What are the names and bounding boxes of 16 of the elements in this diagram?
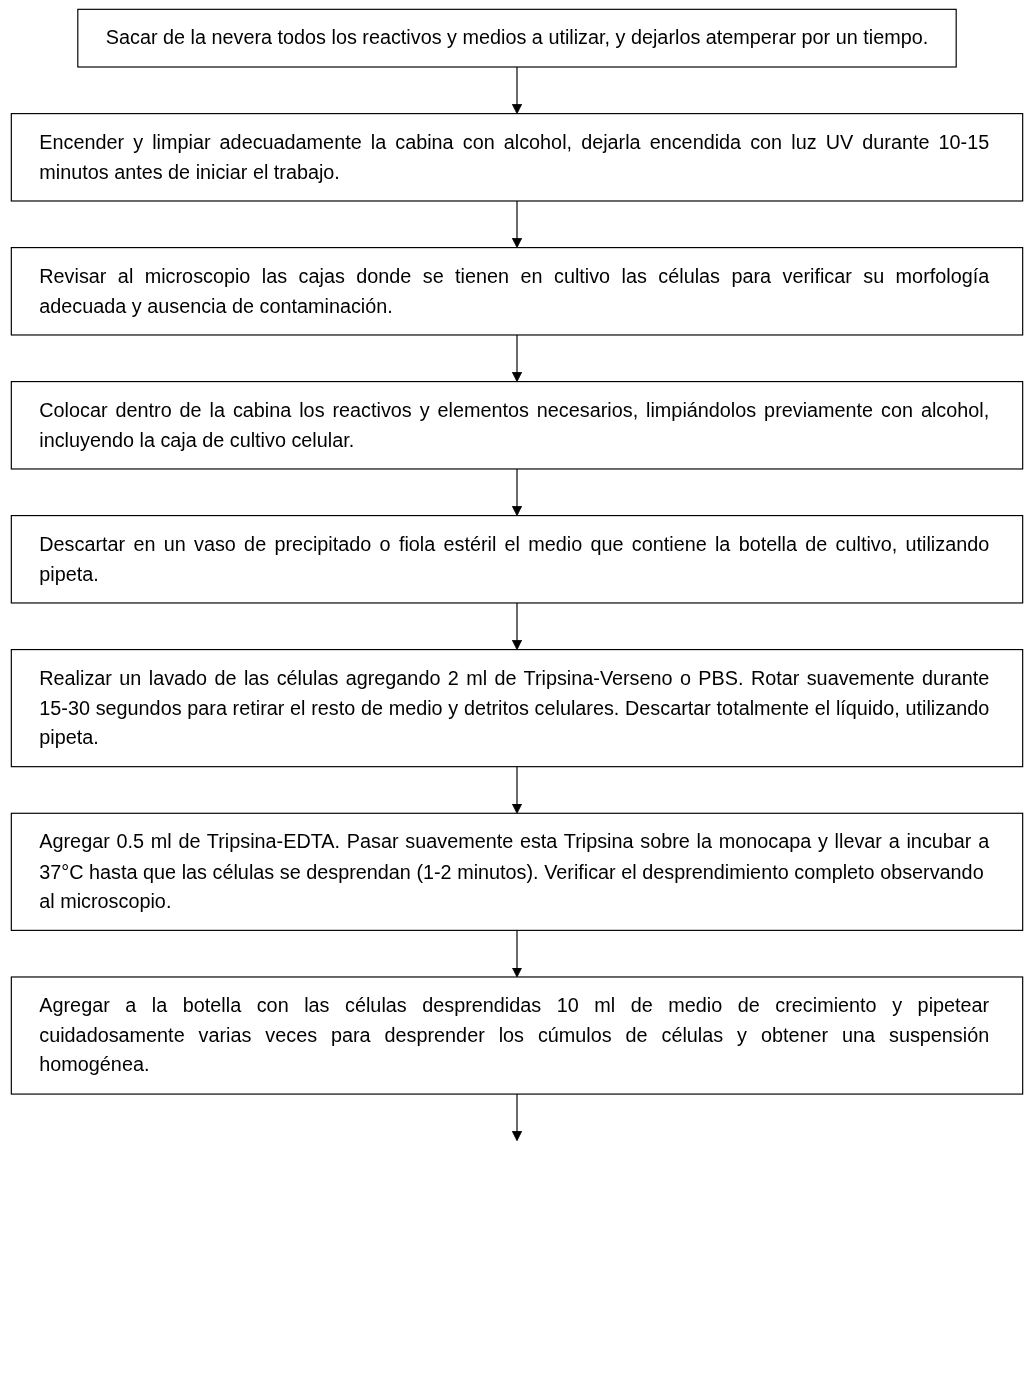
arrow [511,766,523,814]
node-box: Descartar en un vaso de precipitado o fiola estéril el medio que contiene la botella de cultivo, utilizando pipeta. [10,515,1024,604]
node-box: Encender y limpiar adecuadamente la cabina con alcohol, dejarla encendida con luz UV durante 10-15 minutos antes de iniciar el trabajo. [10,113,1024,202]
node-box: Agregar a la botella con las células desprendidas 10 ml de medio de crecimiento y pipetear cuidadosamente varias veces para desprender los cúmulos de células y obtener una suspensión homogénea. [10,976,1024,1095]
arrow [511,468,523,517]
node-box: Colocar dentro de la cabina los reactivos y elementos necesarios, limpiándolos previamente con alcohol, incluyendo la caja de cultivo celular. [10,381,1024,470]
arrow [511,929,523,978]
arrow [511,200,523,249]
node-box: Sacar de la nevera todos los reactivos y medios a utilizar, y dejarlos atemperar por un tiempo. [77,8,957,68]
arrow [511,66,523,115]
arrow [511,1093,523,1142]
node-box: Revisar al microscopio las cajas donde se tienen en cultivo las células para verificar su morfología adecuada y ausencia de contaminación. [10,247,1024,336]
node-box: Agregar 0.5 ml de Tripsina-EDTA. Pasar suavemente esta Tripsina sobre la monocapa y llevar a incubar a 37°C hasta que las células se desprendan (1-2 minutos). Verificar el desprendimiento completo observando al microscopio. [10,812,1024,931]
arrow [511,334,523,383]
node-box: Realizar un lavado de las células agregando 2 ml de Tripsina-Verseno o PBS. Rotar suavemente durante 15-30 segundos para retirar el resto de medio y detritos celulares. Descartar totalmente el líquido, utilizando pipeta. [10,649,1024,768]
arrow [511,602,523,651]
